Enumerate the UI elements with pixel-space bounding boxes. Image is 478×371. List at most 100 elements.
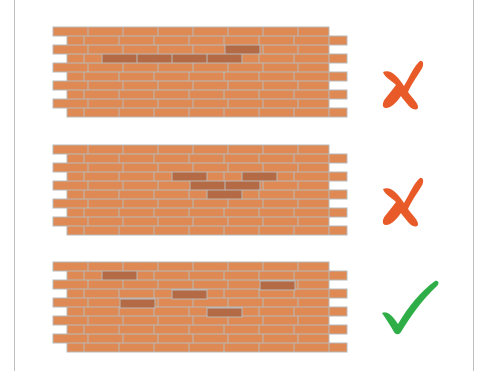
brick	[259, 90, 294, 99]
brick	[329, 343, 347, 352]
brick	[263, 27, 298, 36]
brick	[154, 154, 189, 163]
brick	[119, 108, 154, 117]
brick	[119, 154, 154, 163]
brick	[263, 316, 298, 325]
brick	[259, 54, 294, 63]
brick	[294, 36, 329, 45]
brick	[154, 307, 189, 316]
brick	[224, 289, 259, 298]
brick	[263, 298, 298, 307]
brick	[158, 316, 193, 325]
brick	[329, 271, 347, 280]
brick	[123, 334, 158, 343]
brick	[67, 271, 84, 280]
brick	[298, 217, 329, 226]
brick	[88, 81, 123, 90]
brick	[158, 334, 193, 343]
brick	[88, 316, 123, 325]
brick	[119, 36, 154, 45]
brick	[158, 145, 193, 154]
brick	[67, 72, 84, 81]
brick	[158, 280, 193, 289]
brick	[123, 181, 158, 190]
brick	[294, 307, 329, 316]
brick	[67, 190, 84, 199]
brick	[224, 90, 259, 99]
dark-brick	[242, 172, 277, 181]
brick	[189, 226, 224, 235]
brick	[84, 108, 119, 117]
brick	[329, 54, 347, 63]
check-icon	[382, 281, 438, 334]
brick	[158, 217, 193, 226]
brick	[298, 298, 329, 307]
brick	[84, 208, 119, 217]
brick	[298, 27, 329, 36]
brick	[298, 99, 329, 108]
brick	[228, 262, 263, 271]
brick	[88, 45, 123, 54]
brick	[88, 99, 123, 108]
brick	[228, 163, 263, 172]
brick	[259, 325, 294, 334]
brick	[123, 316, 158, 325]
brick	[263, 63, 298, 72]
brick	[67, 325, 84, 334]
brick	[224, 154, 259, 163]
brick	[119, 343, 154, 352]
brick	[228, 63, 263, 72]
brick	[329, 154, 347, 163]
brick	[154, 325, 189, 334]
brick	[228, 280, 263, 289]
brick	[84, 289, 119, 298]
brick	[259, 190, 294, 199]
brick	[193, 45, 228, 54]
brick	[259, 108, 294, 117]
brick	[88, 262, 123, 271]
brick	[263, 217, 298, 226]
brick	[123, 280, 158, 289]
brick	[119, 72, 154, 81]
brick	[224, 208, 259, 217]
brick	[119, 289, 154, 298]
brick	[88, 298, 123, 307]
brick	[53, 199, 88, 208]
brick-wall-panel-2	[53, 145, 347, 235]
brick	[189, 154, 224, 163]
dark-brick	[120, 299, 155, 308]
brick	[189, 72, 224, 81]
brick	[224, 108, 259, 117]
brick	[193, 163, 228, 172]
brick	[193, 334, 228, 343]
brick	[259, 208, 294, 217]
brick	[84, 307, 119, 316]
brick	[158, 45, 193, 54]
brick	[224, 271, 259, 280]
brick	[329, 208, 347, 217]
brick	[67, 90, 84, 99]
brick	[67, 226, 84, 235]
brick	[84, 172, 119, 181]
brick	[189, 343, 224, 352]
dark-brick	[102, 54, 137, 63]
brick	[123, 217, 158, 226]
brick	[224, 325, 259, 334]
cross-icon	[383, 178, 423, 227]
brick	[228, 99, 263, 108]
brick	[119, 226, 154, 235]
brick	[193, 199, 228, 208]
brick	[294, 108, 329, 117]
brick	[329, 108, 347, 117]
brick	[123, 145, 158, 154]
brick	[298, 63, 329, 72]
brick	[329, 307, 347, 316]
brick	[119, 208, 154, 217]
brick	[193, 217, 228, 226]
brick	[123, 262, 158, 271]
brick	[53, 45, 88, 54]
brick	[189, 90, 224, 99]
brick	[123, 99, 158, 108]
brick	[259, 307, 294, 316]
brick	[329, 72, 347, 81]
